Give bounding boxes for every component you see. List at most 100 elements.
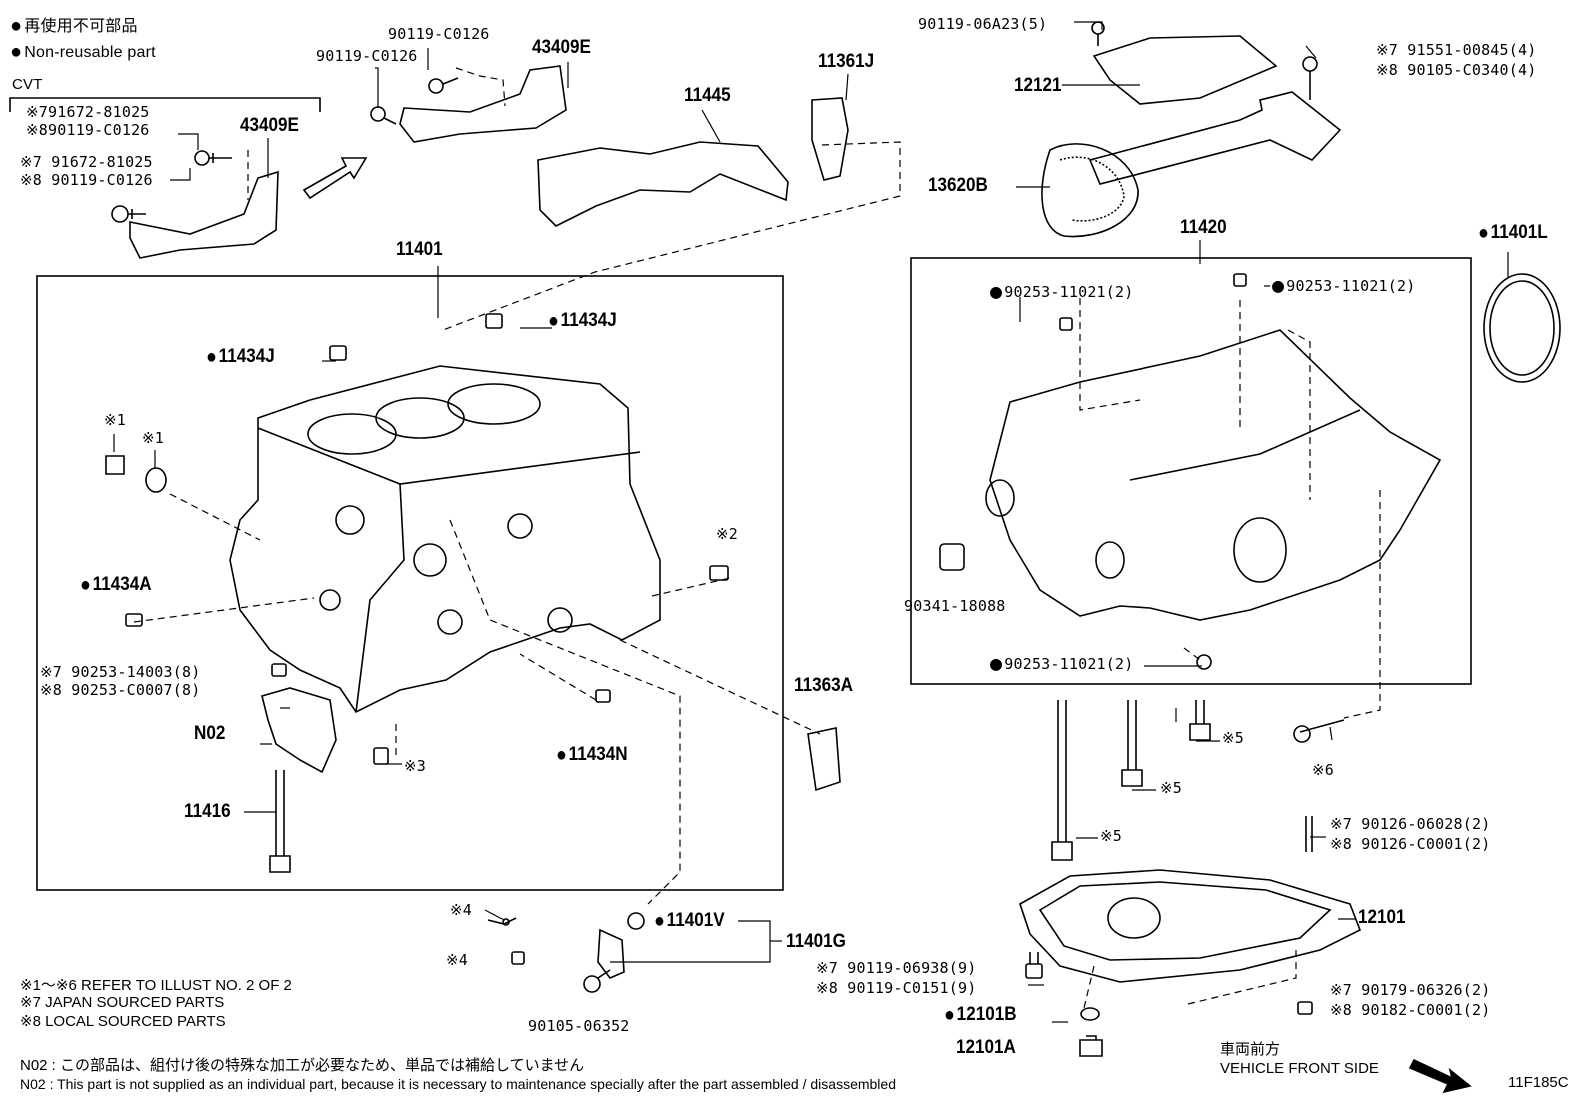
cylinder-block-frame [36,275,784,891]
note-refer: ※1～※6 REFER TO ILLUST NO. 2 OF 2 [20,977,292,994]
cylinder-block-11401 [229,365,661,714]
label-12101: 12101 [1358,907,1406,928]
bolt-icon [1293,719,1345,743]
pin-11434a [125,613,143,627]
label-11434j-top: 11434J [548,310,617,331]
crankcase-11420 [985,329,1442,621]
gasket-11363a [807,727,841,792]
bearing-cap-n02 [261,687,337,774]
bolt-icon [1025,952,1043,979]
bolt-11416 [269,770,291,873]
note-local: ※8 LOCAL SOURCED PARTS [20,1013,226,1030]
label-bolt-j8: ※8 90119-C0126 [20,171,153,189]
label-11420: 11420 [1180,217,1227,238]
label-13620b: 13620B [928,175,988,196]
label-43409e-left: 43409E [240,115,299,136]
vehicle-front-arrow [1408,1058,1472,1094]
bracket-43409e-left [129,170,279,259]
plug-11434j-left [329,345,347,361]
label-x6: ※6 [1312,761,1334,779]
bolt-icon [428,77,459,94]
label-11401l: 11401L [1478,222,1548,243]
label-90126-a: ※7 90126-06028(2) [1330,815,1491,833]
assembly-arrow [302,157,368,200]
label-90253-14003: ※7 90253-14003(8) [40,663,201,681]
insulator-11445 [537,141,789,227]
label-43409e-top: 43409E [532,37,591,58]
plug-90341 [939,543,965,571]
front-side-en: VEHICLE FRONT SIDE [1220,1060,1379,1077]
label-x3: ※3 [404,757,426,775]
label-90119-mid: 90119-C0126 [316,47,418,65]
bolt-x4 [511,951,525,965]
bracket-43409e-top [399,65,567,143]
note-japan: ※7 JAPAN SOURCED PARTS [20,994,225,1011]
stiffening-crankcase-frame [910,257,1472,685]
pin-11434n [595,689,611,703]
pin-90253-c [1196,654,1212,670]
label-90253-b: 90253-11021(2) [1272,276,1415,295]
bolt-icon [1121,700,1143,787]
label-11401: 11401 [396,239,443,260]
label-11434a: 11434A [80,574,152,595]
note-n02-ja: N02 : この部品は、組付け後の特殊な加工が必要なため、単品では補給していませ… [20,1057,585,1074]
drain-plug-12101a [1079,1035,1103,1057]
label-11434j-left: 11434J [206,346,275,367]
label-bolt-j7: ※7 91672-81025 [20,153,153,171]
bracket-x4 [487,917,517,926]
label-90126-b: ※8 90126-C0001(2) [1330,835,1491,853]
label-x5c: ※5 [1100,827,1122,845]
oil-pan-12101 [1019,869,1362,983]
bolt-icon [370,106,397,125]
label-11401g: 11401G [786,931,846,952]
label-12121: 12121 [1014,75,1062,96]
label-x5a: ※5 [1222,729,1244,747]
plug-11434j-top [485,313,503,329]
bolt-icon [1051,700,1073,861]
label-11401v: 11401V [654,910,725,931]
label-n02: N02 [194,723,226,744]
label-x2: ※2 [716,525,738,543]
front-side-ja: 車両前方 [1220,1041,1281,1058]
label-11363a: 11363A [794,675,853,696]
cvt-label: CVT [12,76,43,93]
label-90105-c0340: ※8 90105-C0340(4) [1376,61,1537,79]
label-x1b: ※1 [142,429,164,447]
pin-90253-b [1233,273,1247,287]
gasket-11361j [811,97,849,181]
bolt-icon [1302,56,1318,72]
sensor-11401g [597,928,625,979]
label-x1a: ※1 [104,411,126,429]
label-91551: ※7 91551-00845(4) [1376,41,1537,59]
o-ring-11401v [627,912,645,930]
oil-seal-11401l [1483,273,1561,383]
oil-pump-gear-13620b [1041,143,1139,238]
label-11361j: 11361J [818,51,875,72]
baffle-plate-12121 [1092,35,1278,105]
label-cvt2: ※890119-C0126 [26,121,150,139]
nut-90179 [1297,1001,1313,1015]
bolt-icon [194,150,232,166]
stud-90126 [1305,816,1313,852]
label-90341: 90341-18088 [904,597,1006,615]
label-90253-c: 90253-11021(2) [990,654,1133,673]
oil-pump-shaft [1088,91,1342,185]
label-x5b: ※5 [1160,779,1182,797]
label-90253-a: 90253-11021(2) [990,282,1133,301]
label-90119-06938: ※7 90119-06938(9) [816,959,977,977]
figure-id: 11F185C [1508,1074,1569,1091]
bolt-icon [111,205,146,223]
label-90119-c0151: ※8 90119-C0151(9) [816,979,977,997]
label-x4b: ※4 [446,951,468,969]
pin-90253-a [1059,317,1073,331]
label-90119-06a23: 90119-06A23(5) [918,15,1048,33]
cvt-bracket-line [9,97,321,112]
label-x4a: ※4 [450,901,472,919]
label-12101b: 12101B [944,1004,1017,1025]
pin-x3 [373,747,389,765]
label-11416: 11416 [184,801,231,822]
label-90179: ※7 90179-06326(2) [1330,981,1491,999]
plug-x1 [105,455,125,475]
pin-x2 [709,565,729,581]
